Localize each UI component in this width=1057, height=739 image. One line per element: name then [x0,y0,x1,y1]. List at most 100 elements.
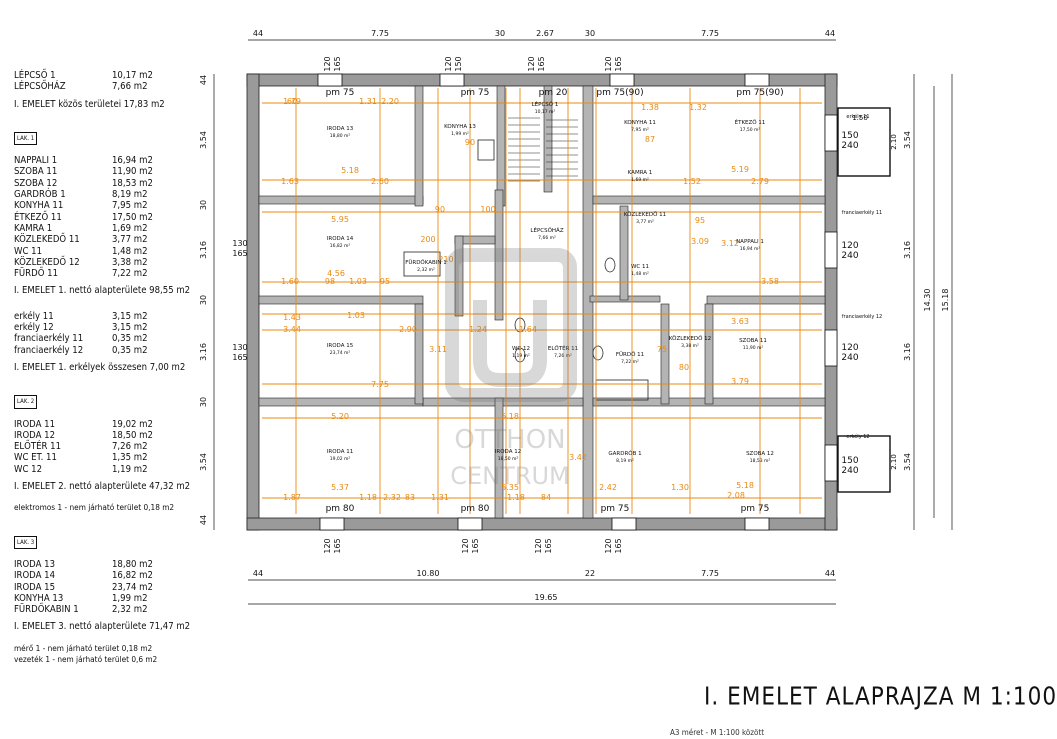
watermark-top: OTTHON [454,425,565,455]
unit3-room-value: 16,82 m2 [112,570,153,582]
room-area: 7,22 m² [621,359,639,365]
watermark-logo: OTTHON CENTRUM [445,248,577,490]
unit1-room-value: 3,38 m2 [112,256,148,268]
room-area: 10,17 m² [535,109,556,115]
room-area: 2,32 m² [417,267,435,273]
left-window-height: 165 [232,353,247,362]
right-window-height: 240 [841,353,858,363]
balcony-label: franciaerkély 12 [842,313,882,320]
unit3-room-label: KONYHA 13 [14,592,64,604]
left-dimension: 44 [199,75,208,85]
inner-dimension: 90 [465,138,475,147]
unit1-room-label: KÖZLEKEDŐ 11 [14,234,80,246]
window-opening [824,444,838,482]
inner-dimension: 2.20 [381,97,399,106]
top-dimension: 7.75 [701,29,719,38]
inner-dimension: 7.75 [371,380,389,389]
unit1-room-value: 11,90 m2 [112,166,153,178]
inner-dimension: 1.31 [431,493,449,502]
unit1-room-value: 17,50 m2 [112,211,153,223]
inner-dimension: 3.11 [429,345,447,354]
inner-dimension: 98 [325,277,335,286]
inner-dimension: 5.35 [501,483,519,492]
room-area: 18,50 m² [498,456,519,462]
common-label: LÉPCSŐ 1 [14,70,56,81]
inner-dimension: 5.18 [501,412,519,421]
room-area: 18,80 m² [330,133,351,139]
unit1-room-value: 7,95 m2 [112,200,148,212]
room-area: 3,38 m² [681,343,699,349]
unit1-tag: LAK. 1 [14,131,38,146]
room-name: LÉPCSŐHÁZ [530,226,563,234]
balcony-dimension: 1.50 [852,114,868,122]
bottom-dimension: 44 [253,569,263,578]
interior-wall [258,295,424,305]
unit2-room-value: 18,50 m2 [112,429,153,441]
inner-dimension: 1.31 [359,97,377,106]
unit2-total: I. EMELET 2. nettó alapterülete 47,32 m2 [14,481,191,493]
inner-dimension: 2.08 [727,491,745,500]
room-name: KÖZLEKEDŐ 11 [624,211,666,218]
common-total: I. EMELET közös területei 17,83 m2 [14,98,165,110]
kitchen-unit [477,139,495,161]
watermark-bottom: CENTRUM [450,462,569,490]
top-window-width: 120 [527,56,536,71]
room-area: 1,99 m² [451,131,469,137]
unit1-balcony-value: 3,15 m2 [112,322,148,334]
left-window-height: 165 [232,249,247,258]
inner-dimension: 4.56 [327,269,345,278]
parapet-label-bottom: pm 75 [601,504,630,514]
top-window-height: 165 [333,56,342,71]
unit3-note-2: vezeték 1 - nem járható terület 0,6 m2 [14,653,158,664]
inner-dimension: 1.03 [349,277,367,286]
inner-dimension: 90 [435,205,445,214]
common-value: 7,66 m2 [112,81,148,93]
window-opening [824,231,838,269]
unit1-balcony-total: I. EMELET 1. erkélyek összesen 7,00 m2 [14,361,186,373]
window-opening [439,73,465,87]
balcony-outline [837,435,891,493]
inner-dimension: 5.18 [736,481,754,490]
right-window-height: 240 [841,251,858,261]
unit1-balcony-label: erkély 12 [14,322,54,334]
inner-dimension: 3.44 [283,325,301,334]
left-dimension: 44 [199,515,208,525]
inner-dimension: 95 [695,216,705,225]
room-name: NAPPALI 1 [736,239,764,245]
unit2-room-label: WC ET. 11 [14,452,57,464]
unit2-room-value: 7,26 m2 [112,441,148,453]
parapet-label-top: pm 75(90) [736,88,783,98]
unit1-balcony-value: 0,35 m2 [112,344,148,356]
unit1-total: I. EMELET 1. nettó alapterülete 98,55 m2 [14,285,191,297]
parapet-label-bottom: pm 80 [461,504,490,514]
right-dimension: 3.54 [903,453,912,471]
interior-wall [494,189,504,321]
unit3-room-value: 2,32 m2 [112,604,148,616]
top-dimension: 44 [825,29,835,38]
left-dimension: 30 [199,397,208,407]
inner-dimension: 2.79 [751,177,769,186]
inner-dimension: 1.64 [519,325,537,334]
inner-dimension: 5.20 [331,412,349,421]
room-name: LÉPCSŐ 1 [532,100,559,108]
balcony-label: erkély 12 [846,433,869,440]
inner-dimension: 83 [405,493,415,502]
inner-dimension: 1.03 [347,311,365,320]
unit3-room-label: IRODA 13 [14,558,56,570]
toilet [592,345,604,361]
unit2-room-label: ELŐTÉR 11 [14,441,62,453]
